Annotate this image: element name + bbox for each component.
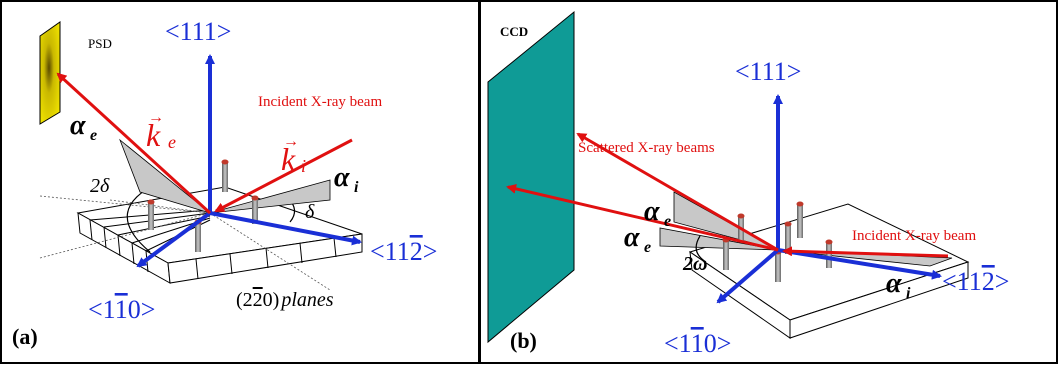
- panel-b-ccd-label: CCD: [500, 24, 528, 39]
- panel-b-axis-112-label: <112>: [942, 267, 1009, 296]
- panel-a-incident-label: Incident X-ray beam: [258, 94, 382, 110]
- panel-a-incident-angle-wedge: [209, 179, 331, 214]
- svg-text:e: e: [644, 239, 651, 256]
- svg-text:i: i: [906, 285, 911, 302]
- panel-a-construction-lines: [39, 195, 331, 291]
- panel-a-psd-detector: [39, 21, 61, 125]
- svg-text:α: α: [624, 222, 640, 253]
- panel-b-alpha-e-lower-label: α e: [624, 222, 651, 256]
- panel-a-delta-label: δ: [305, 201, 315, 223]
- svg-text:α: α: [886, 268, 902, 299]
- panel-b-crystal-side-front: [789, 261, 969, 339]
- svg-text:α: α: [644, 196, 660, 227]
- panel-a: PSD <111> <112> <110> Incident X-ray bea…: [0, 0, 480, 364]
- panel-a-axis-111-label: <111>: [165, 17, 231, 46]
- panel-b-panel-label: (b): [510, 328, 537, 353]
- panel-b-frame: [479, 0, 1058, 364]
- panel-b-two-omega-arc: [695, 235, 707, 263]
- panel-a-k-e-vector-label: k e →: [146, 109, 176, 153]
- panel-b-scattered-beam-upper: [576, 132, 779, 252]
- svg-text:e: e: [168, 132, 176, 152]
- panel-b-two-omega-label: 2ω: [682, 253, 707, 275]
- panel-b: CCD <111> <112>: [479, 0, 1058, 364]
- panel-b-scattered-beam-lower: [506, 183, 779, 252]
- svg-text:→: →: [283, 133, 299, 150]
- panel-a-axis-110-label: <110>: [88, 295, 155, 324]
- panel-b-alpha-e-upper-label: α e: [644, 196, 671, 230]
- panel-a-alpha-i-label: α i: [334, 162, 359, 196]
- panel-b-axis-112-arrow: [777, 248, 942, 280]
- panel-b-incident-beam: [782, 246, 949, 258]
- panel-b-axis-111-label: <111>: [735, 57, 801, 86]
- panel-b-ccd-detector: [487, 10, 575, 344]
- svg-text:e: e: [664, 213, 671, 230]
- panel-b-axis-110-arrow: [716, 248, 780, 304]
- panel-b-incident-label: Incident X-ray beam: [852, 228, 976, 244]
- panel-a-alpha-e-label: α e: [70, 110, 97, 144]
- panel-a-incident-beam: [214, 138, 353, 213]
- svg-text:e: e: [90, 127, 97, 144]
- panel-a-panel-label: (a): [12, 324, 38, 349]
- panel-a-k-i-vector-label: k i →: [281, 133, 306, 177]
- panel-b-axis-110-label: <110>: [664, 329, 731, 358]
- svg-text:i: i: [301, 156, 306, 176]
- panel-a-psd-label: PSD: [88, 36, 112, 51]
- panel-a-planes-label: (220)planes: [236, 289, 334, 311]
- panel-a-axis-112-arrow: [209, 211, 362, 246]
- panel-b-alpha-i-label: α i: [886, 268, 911, 302]
- svg-text:i: i: [354, 179, 359, 196]
- svg-text:→: →: [148, 109, 164, 126]
- panel-a-crystal-side-front: [167, 233, 363, 284]
- svg-text:k: k: [281, 141, 296, 177]
- svg-text:α: α: [70, 110, 86, 141]
- panel-b-scattered-label: Scattered X-ray beams: [578, 140, 715, 156]
- svg-text:α: α: [334, 162, 350, 193]
- svg-text:k: k: [146, 117, 161, 153]
- panel-a-exit-angle-wedge: [119, 138, 211, 214]
- panel-a-scattered-beam: [56, 72, 212, 215]
- panel-a-axis-112-label: <112>: [370, 237, 437, 266]
- panel-a-two-delta-label: 2δ: [90, 175, 110, 197]
- panel-a-axis-110-arrow: [136, 211, 212, 268]
